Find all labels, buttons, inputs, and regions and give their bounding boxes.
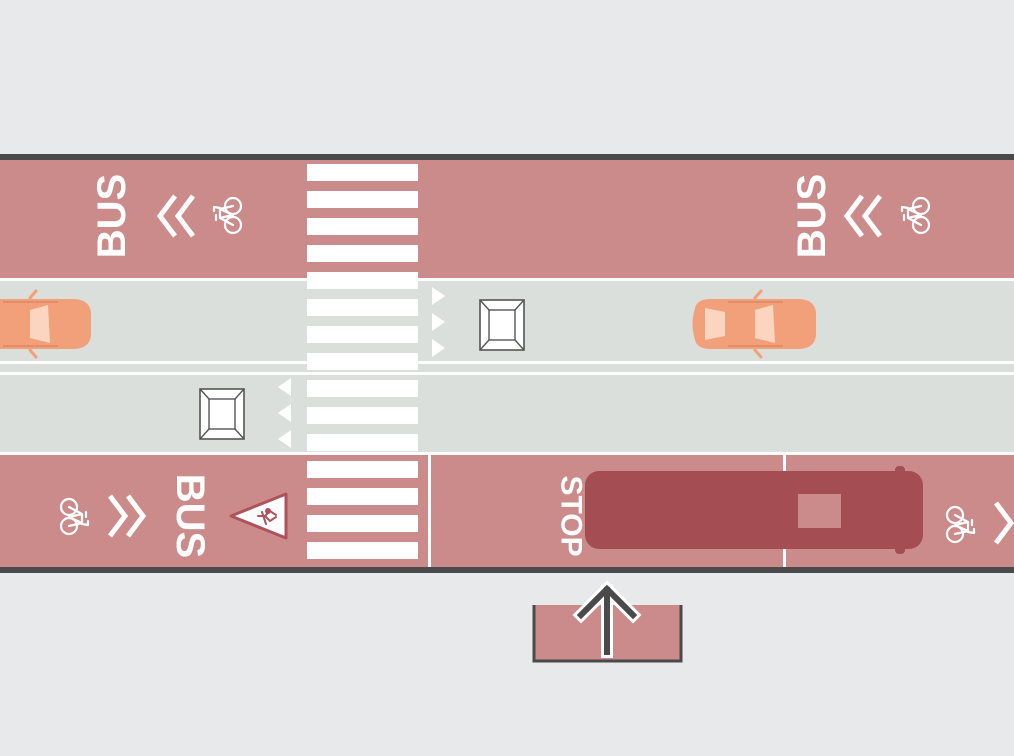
- bus-lane-marking: BUS: [790, 174, 834, 258]
- lane-divider: [0, 361, 1014, 364]
- double-chevron-left-icon: [843, 194, 882, 238]
- bus-icon: [585, 466, 923, 554]
- car-icon: [691, 289, 818, 359]
- bus-lane-marking: BUS: [90, 174, 134, 258]
- north-curb: [0, 154, 1014, 160]
- up-arrow-icon: [572, 580, 642, 658]
- lane-line: [0, 452, 1014, 455]
- stop-marking: STOP: [555, 475, 588, 556]
- crosswalk: [307, 164, 418, 559]
- westbound-bus-lane: [0, 160, 1014, 278]
- lane-divider: [0, 372, 1014, 375]
- chevron-right-icon: [994, 501, 1014, 545]
- stop-zone-line: [428, 455, 431, 567]
- traffic-box-icon: [479, 299, 525, 351]
- south-curb: [0, 567, 1014, 573]
- yield-markings: [278, 287, 445, 448]
- bus-lane-marking: BUS: [168, 474, 212, 558]
- pedestrian-warning-triangle-icon: [229, 492, 288, 540]
- double-chevron-left-icon: [156, 194, 195, 238]
- car-icon: [0, 289, 93, 359]
- traffic-box-icon: [199, 388, 245, 440]
- double-chevron-right-icon: [108, 494, 147, 538]
- lane-line: [0, 278, 1014, 281]
